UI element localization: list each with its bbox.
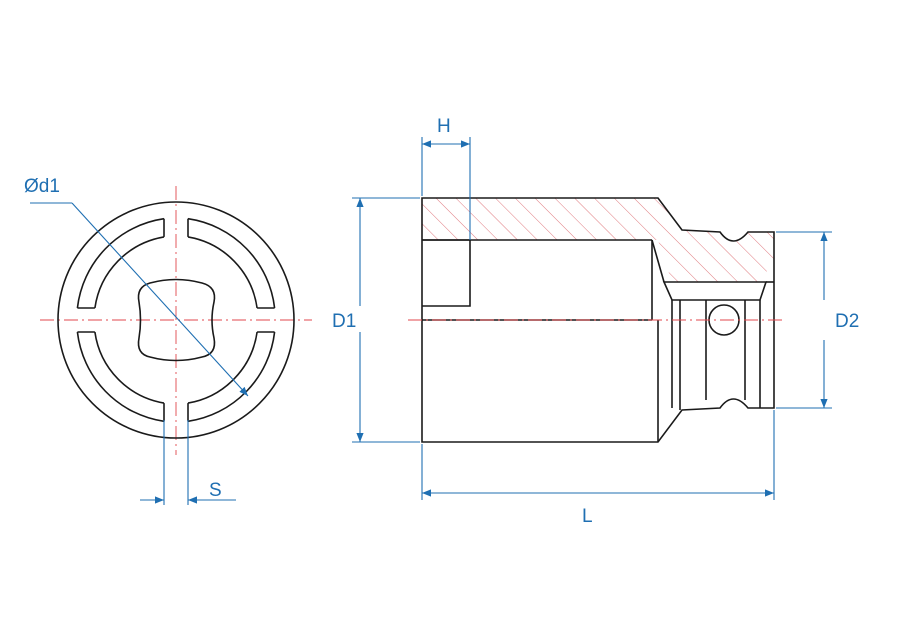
l-label: L bbox=[582, 506, 593, 527]
s-dimension bbox=[140, 420, 236, 505]
end-view-centerlines bbox=[40, 186, 312, 455]
d2-label: D2 bbox=[835, 311, 859, 332]
l-dimension bbox=[421, 410, 775, 500]
square-drive-hole bbox=[137, 278, 216, 362]
outer-circle bbox=[57, 201, 295, 439]
d1-dimension-line bbox=[71, 202, 249, 397]
s-label: S bbox=[209, 480, 222, 501]
d1-label: Ød1 bbox=[24, 176, 60, 197]
end-view: Ød1 S bbox=[24, 176, 312, 505]
side-view: D1 D2 H L bbox=[328, 116, 859, 527]
d1-outer-dimension bbox=[352, 197, 420, 443]
d2-dimension bbox=[776, 231, 832, 409]
d1-outer-label: D1 bbox=[332, 311, 356, 332]
h-label: H bbox=[437, 116, 451, 137]
inner-ring-segments bbox=[76, 217, 276, 423]
h-dimension bbox=[421, 137, 471, 240]
body-outline bbox=[421, 197, 775, 443]
